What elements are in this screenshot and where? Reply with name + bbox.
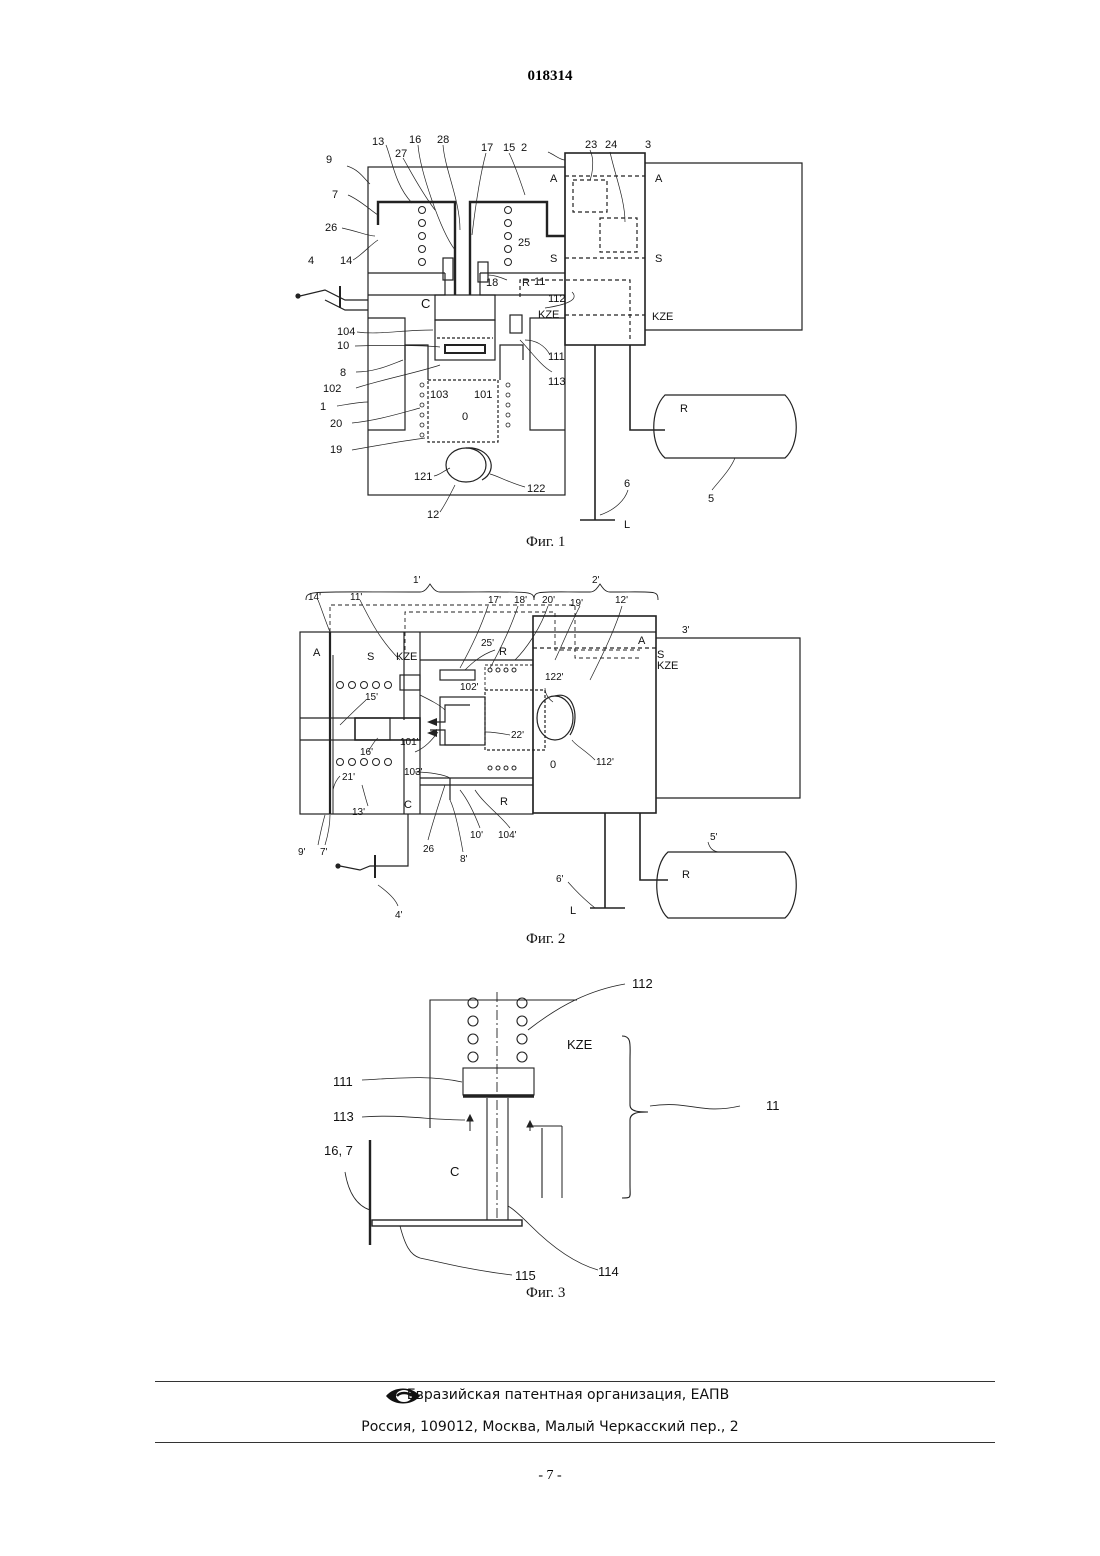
- svg-text:112: 112: [632, 976, 653, 991]
- svg-text:113: 113: [333, 1109, 354, 1124]
- svg-text:115: 115: [515, 1268, 536, 1283]
- page-number: - 7 -: [0, 1468, 1100, 1484]
- figure-3-caption: Фиг. 3: [526, 1285, 565, 1301]
- svg-text:114: 114: [598, 1264, 619, 1279]
- svg-text:11: 11: [766, 1098, 780, 1113]
- footer-rule-top: [155, 1381, 995, 1382]
- svg-text:111: 111: [333, 1074, 353, 1089]
- footer-org: Евразийская патентная организация, ЕАПВ: [0, 1387, 1100, 1403]
- footer-rule-bottom: [155, 1442, 995, 1443]
- svg-text:KZE: KZE: [567, 1037, 593, 1052]
- footer-address: Россия, 109012, Москва, Малый Черкасский…: [0, 1419, 1100, 1435]
- svg-text:16, 7: 16, 7: [324, 1143, 353, 1158]
- svg-text:C: C: [450, 1164, 459, 1179]
